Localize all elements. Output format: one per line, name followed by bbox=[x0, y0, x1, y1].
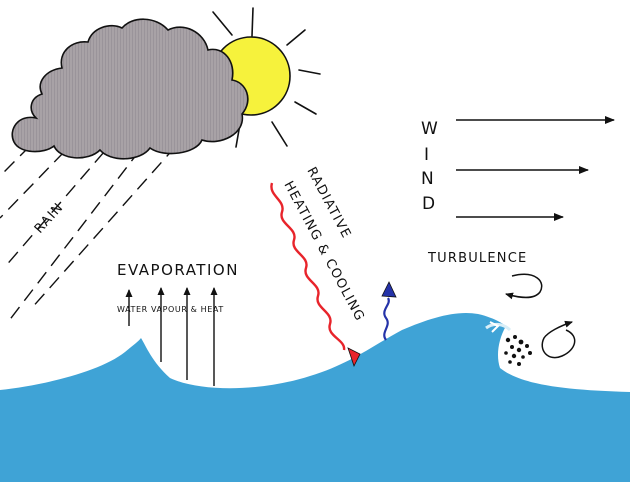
wind-letter-n: N bbox=[421, 169, 434, 189]
evaporation-arrows bbox=[125, 287, 218, 386]
cloud-icon bbox=[11, 18, 249, 160]
rain-label: RAIN bbox=[32, 200, 67, 237]
water-vapour-heat-label: WATER VAPOUR & HEAT bbox=[117, 305, 224, 314]
spray-dots bbox=[504, 335, 532, 366]
wind-arrows bbox=[456, 116, 615, 221]
radiation-up-arrow bbox=[381, 281, 397, 341]
evaporation-label: EVAPORATION bbox=[117, 261, 239, 279]
radiation-down-arrow bbox=[270, 182, 361, 368]
rain-lines bbox=[0, 145, 177, 323]
turbulence-swirls bbox=[505, 273, 576, 359]
wind-letter-w: W bbox=[421, 119, 438, 139]
wind-letter-d: D bbox=[422, 194, 435, 214]
wave-icon bbox=[0, 312, 630, 482]
wind-letter-i: I bbox=[424, 145, 429, 165]
turbulence-label: TURBULENCE bbox=[427, 251, 527, 266]
